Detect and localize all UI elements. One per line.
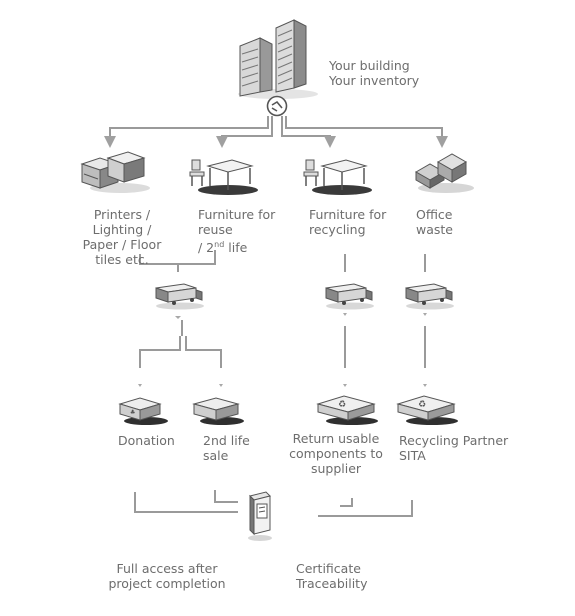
svg-text:♣: ♣ — [130, 409, 135, 416]
connector-sale-bottom — [214, 490, 238, 503]
buildings-icon — [238, 19, 318, 99]
furniture-reuse-tail: life — [224, 240, 248, 256]
connector-recycling-bottom — [318, 500, 413, 517]
destination-return-label: Return usable components to supplier — [289, 431, 383, 476]
furniture-reuse-superscript: nd — [214, 240, 225, 249]
truck-icon — [405, 283, 454, 310]
furniture-reuse-text: Furniture for reuse / 2 — [198, 207, 276, 256]
office-equipment-icon — [80, 151, 150, 193]
destination-donation-label: Donation — [118, 433, 175, 448]
bottom-connectors — [134, 490, 413, 517]
middle-connectors — [139, 250, 426, 272]
certificate-device-icon — [248, 491, 272, 541]
connector-office-waste — [285, 116, 448, 148]
connector-second-life — [185, 336, 222, 368]
lower-connectors — [139, 320, 426, 368]
svg-text:♻: ♻ — [418, 400, 426, 410]
truck-icon — [155, 283, 204, 310]
category-office-waste-label: Office waste — [416, 207, 453, 237]
office-waste-icon — [414, 153, 474, 193]
category-furniture-recycling-label: Furniture for recycling — [309, 207, 387, 237]
connector-return-bottom — [340, 498, 353, 507]
connector-donation — [139, 336, 181, 368]
connector-printers — [104, 116, 269, 148]
header-label-inventory: Your inventory — [329, 73, 420, 88]
arrow-tips — [138, 313, 427, 387]
destination-sale-label: 2nd life sale — [203, 433, 250, 463]
donation-building-icon: ♣ — [118, 397, 168, 425]
hub-icon — [266, 95, 288, 117]
category-printers-label: Printers / Lighting / Paper / Floor tile… — [82, 207, 162, 267]
header-label-building: Your building — [329, 58, 410, 73]
recycling-plant-icon: ♻ — [316, 395, 378, 425]
footer-certificate-label: Certificate Traceability — [296, 561, 368, 591]
destination-recycling-label: Recycling Partner SITA — [399, 433, 509, 463]
top-connectors — [104, 116, 448, 148]
svg-text:♻: ♻ — [338, 400, 346, 410]
footer-full-access-label: Full access after project completion — [108, 561, 226, 591]
sale-building-icon — [192, 397, 244, 425]
connector-donation-bottom — [134, 492, 238, 513]
connector-furniture-reuse — [216, 116, 273, 148]
category-furniture-reuse-label: Furniture for reuse / 2nd life — [198, 207, 275, 255]
recycling-plant-icon: ♻ — [396, 395, 458, 425]
truck-icon — [325, 283, 374, 310]
connector-furniture-recycling — [281, 116, 336, 148]
furniture-reuse-icon — [189, 159, 258, 195]
furniture-recycling-icon — [303, 159, 372, 195]
